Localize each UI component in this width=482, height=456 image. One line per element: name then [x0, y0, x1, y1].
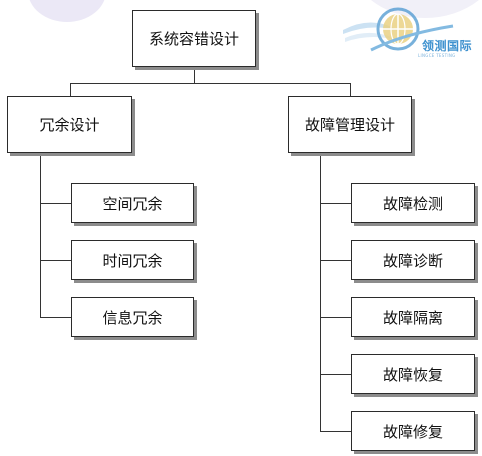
watermark-logo: [343, 7, 454, 52]
leaf-node-fault-isolation: 故障隔离: [351, 297, 475, 337]
leaf-node-fault-recovery: 故障恢复: [351, 354, 475, 394]
watermark-name: 领测国际: [422, 39, 473, 53]
leaf-node-fault-repair: 故障修复: [351, 411, 475, 451]
root-node: 系统容错设计: [132, 10, 256, 67]
leaf-node-fault-detection: 故障检测: [351, 183, 475, 223]
decorative-circle: [28, 0, 106, 22]
branch-node-fault-management: 故障管理设计: [288, 96, 412, 153]
leaf-node-information-redundancy: 信息冗余: [71, 297, 194, 337]
watermark-subtitle: LINGCE TESTING: [418, 53, 456, 58]
leaf-node-space-redundancy: 空间冗余: [71, 183, 194, 223]
leaf-node-fault-diagnosis: 故障诊断: [351, 240, 475, 280]
branch-node-redundancy: 冗余设计: [7, 96, 132, 153]
leaf-node-time-redundancy: 时间冗余: [71, 240, 194, 280]
